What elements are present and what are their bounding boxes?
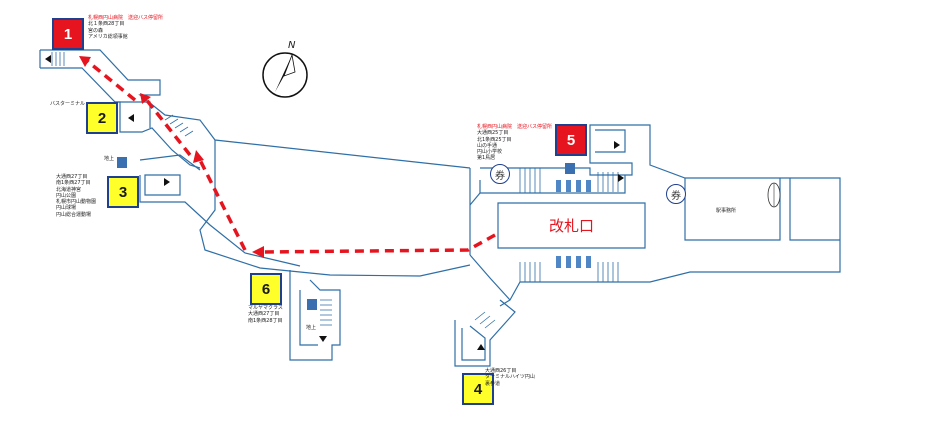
fare-machine-icon: 券 — [490, 164, 510, 184]
compass-icon — [262, 52, 308, 98]
elevator-icon — [117, 157, 575, 310]
exit-4-info: 大通西26丁目 ターミナルハイツ円山 裏参道 — [485, 368, 535, 387]
exit-5-badge[interactable]: 5 — [555, 124, 587, 156]
fare-machine-icon: 券 — [666, 184, 686, 204]
exit-5-info: 札幌西円山病院 送迎バス停留所 大通西25丁目 北1条西25丁目 山の手通 円山… — [477, 124, 553, 162]
exit-6-badge[interactable]: 6 — [250, 273, 282, 305]
exit-3-badge[interactable]: 3 — [107, 176, 139, 208]
exit-1-badge[interactable]: 1 — [52, 18, 84, 50]
exit-1-info: 札幌西円山病院 送迎バス停留所 北１条西28丁目 宮の森 アメリカ総領事館 — [88, 15, 164, 40]
exit-3-info: 大通西27丁目 南1条西27丁目 北海道神宮 円山公園 札幌市円山動物園 円山球… — [56, 174, 97, 218]
exit-2-info: バスターミナル — [50, 101, 86, 107]
station-office-label: 駅事務所 — [716, 208, 737, 214]
north-label: N — [288, 40, 296, 51]
ground-label-a: 地上 — [104, 156, 115, 162]
exit-2-badge[interactable]: 2 — [86, 102, 118, 134]
toilet-icon — [767, 182, 781, 208]
ground-label-b: 地上 — [306, 325, 317, 331]
ticket-gate-label: 改札口 — [548, 217, 594, 235]
exit-4-badge[interactable]: 4 — [462, 373, 494, 405]
exit-6-info: マルヤマクラス 大通西27丁目 南1条西28丁目 — [248, 305, 283, 324]
